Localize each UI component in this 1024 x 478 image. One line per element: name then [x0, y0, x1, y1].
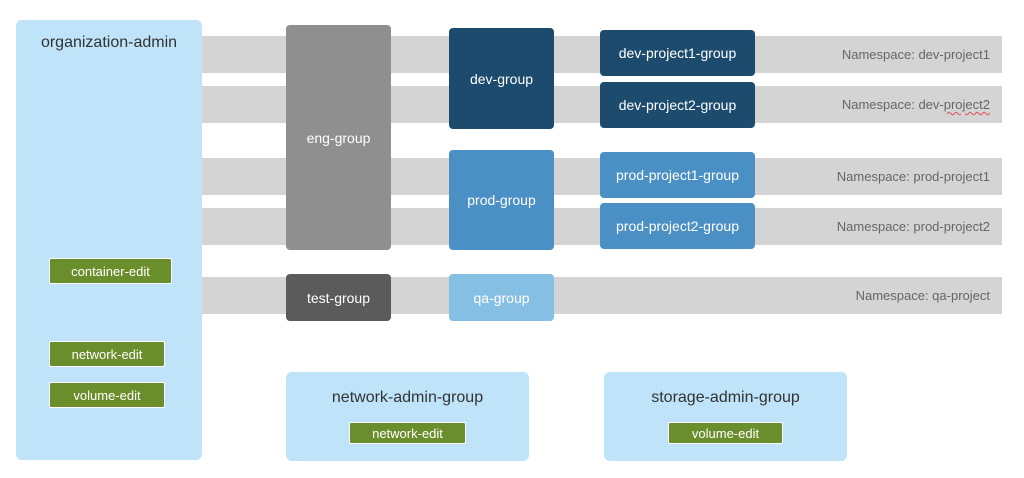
eng-group-box: eng-group — [286, 25, 391, 250]
network-admin-group-panel: network-admin-group network-edit — [286, 372, 529, 461]
namespace-label-prod-project2: Namespace: prod-project2 — [836, 219, 990, 234]
namespace-label-dev-project2-suffix: project2 — [943, 97, 990, 112]
namespace-label-dev-project1: Namespace: dev-project1 — [841, 47, 990, 62]
namespace-label-dev-project2: Namespace: dev-project2 — [842, 86, 990, 123]
network-edit-permission: network-edit — [49, 341, 165, 367]
container-edit-permission: container-edit — [49, 258, 172, 284]
namespace-label-qa-project: Namespace: qa-project — [855, 288, 990, 303]
storage-admin-volume-edit-permission: volume-edit — [668, 422, 783, 444]
network-admin-network-edit-permission: network-edit — [349, 422, 466, 444]
network-admin-group-title: network-admin-group — [331, 389, 484, 406]
namespace-label-dev-project2-prefix: Namespace: dev- — [841, 97, 944, 112]
organization-admin-panel: organization-admin container-edit networ… — [16, 20, 202, 460]
qa-group-box: qa-group — [449, 274, 554, 321]
namespace-label-prod-project1: Namespace: prod-project1 — [836, 169, 990, 184]
dev-project2-group-box: dev-project2-group — [600, 82, 755, 128]
volume-edit-permission: volume-edit — [49, 382, 165, 408]
storage-admin-group-title: storage-admin-group — [651, 389, 800, 406]
dev-group-box: dev-group — [449, 28, 554, 129]
organization-admin-title: organization-admin — [40, 34, 178, 51]
test-group-box: test-group — [286, 274, 391, 321]
prod-project1-group-box: prod-project1-group — [600, 152, 755, 198]
storage-admin-group-panel: storage-admin-group volume-edit — [604, 372, 847, 461]
prod-project2-group-box: prod-project2-group — [600, 203, 755, 249]
prod-group-box: prod-group — [449, 150, 554, 250]
dev-project1-group-box: dev-project1-group — [600, 30, 755, 76]
